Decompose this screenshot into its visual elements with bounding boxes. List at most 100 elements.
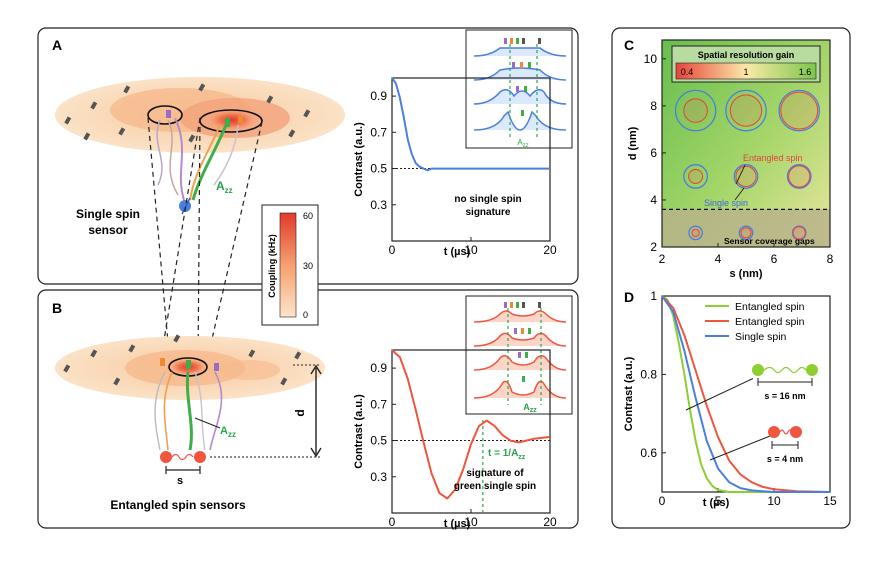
y-tick-label: 0.8 [640, 367, 657, 381]
gain-tick-0: 0.4 [681, 67, 694, 77]
panel-B-inset: Azz [465, 295, 573, 415]
y-axis-label: d (nm) [627, 126, 639, 160]
entangled-spin-circle [740, 227, 752, 239]
x-tick-label: 10 [464, 243, 478, 257]
panel-D-inset-16nm: s = 16 nm [752, 364, 823, 408]
x-axis-label: s (nm) [730, 268, 763, 280]
entangled-spin-circle [788, 165, 811, 188]
y-tick-label: 10 [644, 52, 658, 66]
y-tick-label: 0.5 [370, 162, 387, 176]
entangled-pointer [735, 164, 746, 185]
single-spin-circle [683, 164, 709, 189]
panel-B-illustration: s d Azz Entangled spin sensors [55, 334, 325, 512]
single-spin-circle [725, 89, 767, 132]
series-line-single-spin [391, 77, 550, 172]
series-line-0 [661, 295, 830, 493]
x-tick-label: 8 [827, 252, 834, 266]
y-tick-label: 0.7 [370, 125, 387, 139]
y-tick-label: 2 [650, 240, 657, 254]
panel-B-sensor-label: Entangled spin sensors [110, 498, 246, 512]
green-spin-icon [752, 364, 764, 376]
y-tick-label: 0.3 [370, 198, 387, 212]
coupling-tick-60: 60 [303, 211, 313, 221]
gain-tick-2: 1.6 [799, 67, 812, 77]
legend-label: Entangled spin [735, 301, 805, 313]
panel-B-azz-label: Azz [220, 425, 236, 439]
single-spin-circle [786, 164, 812, 189]
region-ellipse-1 [147, 105, 183, 125]
spin-markers-icon [504, 38, 541, 116]
panel-C-gap-label: Sensor coverage gaps [724, 236, 815, 246]
single-spin-circle [674, 89, 717, 132]
x-tick-label: 20 [543, 515, 557, 529]
panel-B-s-label: s [177, 475, 183, 487]
x-tick-label: 6 [771, 252, 778, 266]
panel-B-d-label: d [293, 409, 307, 416]
x-tick-label: 0 [389, 243, 396, 257]
panel-A-sensor-label-2: sensor [88, 223, 128, 237]
single-spin-circle [791, 225, 807, 241]
entangled-pair-icon [160, 451, 206, 463]
y-tick-label: 8 [650, 99, 657, 113]
panel-A-letter: A [52, 37, 62, 53]
annotation-line-2: signature [465, 207, 510, 218]
x-tick-label: 10 [464, 515, 478, 529]
entangled-spin-circle [780, 91, 819, 130]
annotation-line-2: green single spin [454, 481, 536, 492]
x-tick-label: 4 [715, 252, 722, 266]
single-spin-circle [688, 225, 703, 241]
entangled-spin-circle [688, 168, 704, 184]
entangled-spin-circle [735, 165, 757, 188]
single-pointer [734, 187, 745, 201]
y-tick-label: 1 [650, 289, 657, 303]
legend-label: Single spin [735, 331, 787, 343]
panel-A-contrast-chart: 0 10 20 0.3 0.5 0.7 0.9 t (µs) Contrast (a.u.) no… [353, 77, 557, 258]
plot-frame [661, 39, 831, 248]
x-tick-label: 0 [659, 494, 666, 508]
panel-A-azz-label: Azz [216, 179, 233, 195]
x-tick-label: 20 [543, 243, 557, 257]
panel-CD-frame [611, 27, 851, 529]
x-tick-label: 15 [823, 494, 837, 508]
y-tick-label: 0.9 [370, 89, 387, 103]
x-tick-label: 0 [389, 515, 396, 529]
single-spin-circle [733, 164, 759, 189]
x-axis-label: t (µs) [444, 246, 471, 258]
coupling-colorbar: 60 30 0 Coupling (kHz) [261, 204, 319, 326]
panel-A-inset: Azz [465, 29, 573, 149]
entangled-spin-circle [683, 98, 708, 123]
spin-markers-icon-b [504, 302, 541, 382]
panel-A-illustration: Azz Single spin sensor [55, 77, 345, 237]
panel-C-colorbar: Spatial resolution gain 0.4 1 1.6 [671, 45, 821, 83]
y-tick-label: 4 [650, 193, 657, 207]
annotation-line-1: signature of [466, 468, 524, 479]
y-axis-label: Contrast (a.u.) [623, 356, 635, 431]
panel-D-inset-4nm: s = 4 nm [767, 426, 803, 464]
single-spin-circle [738, 225, 754, 241]
green-spin-icon-2 [806, 364, 818, 376]
red-spin-icon-2 [790, 426, 802, 438]
annotation-line-1: no single spin [454, 194, 521, 205]
x-tick-label: 5 [715, 494, 722, 508]
y-tick-label: 6 [650, 146, 657, 160]
zoom-lines [147, 117, 263, 366]
red-spin-icon [768, 426, 780, 438]
panel-C-single-label: Single spin [704, 198, 748, 208]
inset-4nm-label: s = 4 nm [767, 454, 803, 464]
y-tick-label: 0.5 [370, 434, 387, 448]
entangled-spin-circle [691, 228, 700, 238]
y-tick-label: 0.9 [370, 361, 387, 375]
single-spin-circle [778, 89, 821, 132]
gain-tick-1: 1 [743, 67, 748, 77]
panel-B-inset-azz: Azz [523, 402, 537, 414]
y-axis-label: Contrast (a.u.) [353, 122, 365, 197]
panel-A-inset-azz: Azz [517, 138, 528, 149]
entangled-spin-circle [729, 94, 763, 127]
pointer-red [709, 435, 771, 461]
single-spin-sensor-icon [179, 197, 191, 215]
y-axis-label: Contrast (a.u.) [353, 394, 365, 469]
entangled-spin-circle [792, 226, 806, 240]
